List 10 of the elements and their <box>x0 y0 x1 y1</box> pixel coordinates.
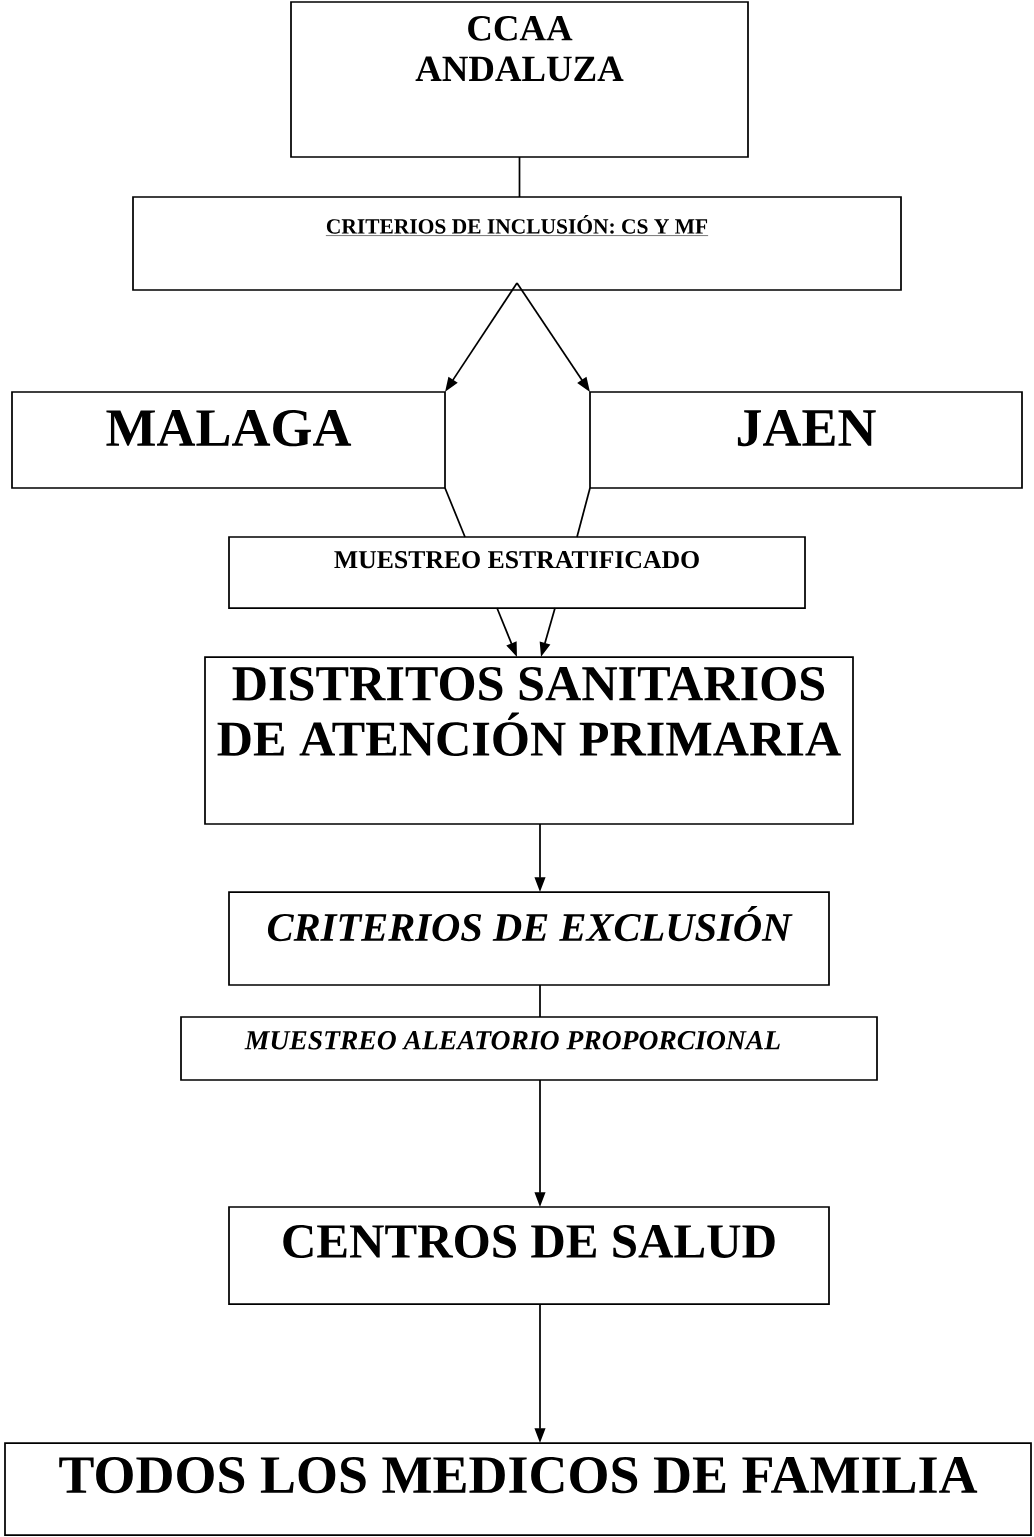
sampling-box: MUESTREO ESTRATIFICADO <box>228 536 806 609</box>
process-box: DISTRITOS SANITARIOS DE ATENCIÓN PRIMARIA <box>204 656 854 825</box>
sampling-box: MUESTREO ALEATORIO PROPORCIONAL <box>180 1016 878 1081</box>
result-box: TODOS LOS MEDICOS DE FAMILIA <box>4 1442 1032 1536</box>
region-box: MALAGA <box>11 391 446 489</box>
region-box: JAEN <box>589 391 1023 489</box>
process-box: CENTROS DE SALUD <box>228 1206 830 1305</box>
process-box: CCAA ANDALUZA <box>290 1 749 158</box>
criteria-box: CRITERIOS DE EXCLUSIÓN <box>228 891 830 986</box>
criteria-box: CRITERIOS DE INCLUSIÓN: CS Y MF <box>132 196 902 291</box>
